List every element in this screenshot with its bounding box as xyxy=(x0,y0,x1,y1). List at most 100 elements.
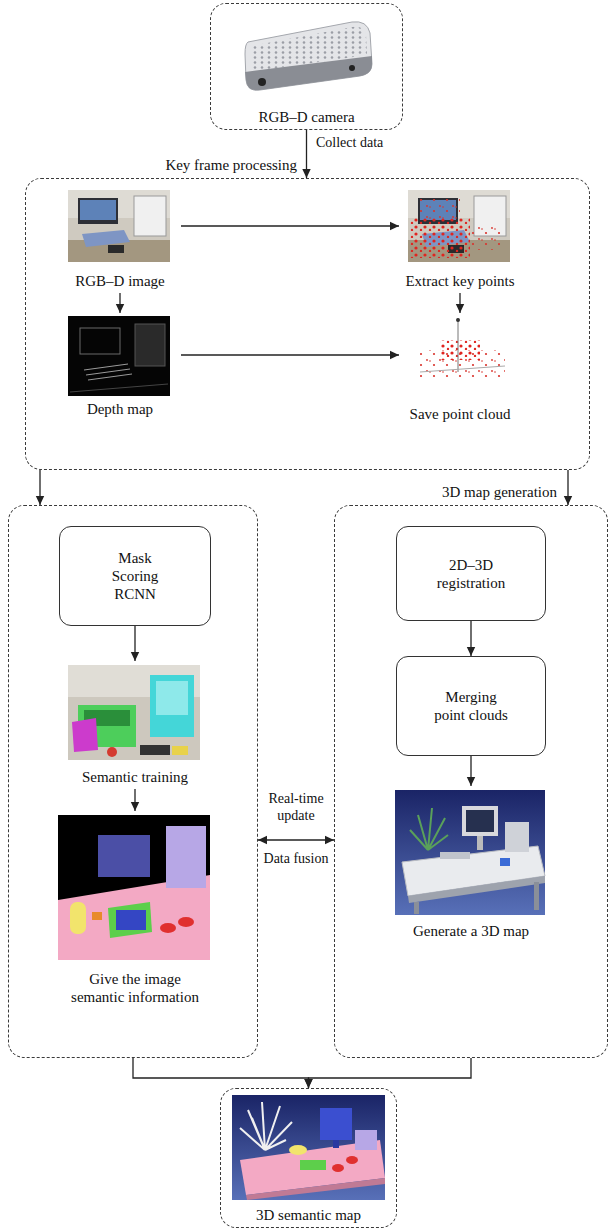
device-frame: 3D semantic map xyxy=(220,1088,397,1228)
arrow-head xyxy=(304,1079,312,1088)
rgbd-photo xyxy=(68,190,170,262)
arrow-head xyxy=(564,496,572,505)
art-shape xyxy=(458,318,459,372)
process-box: Mask Scoring RCNN xyxy=(59,526,211,626)
flow-arrow xyxy=(302,130,310,178)
art-shape xyxy=(258,78,266,86)
art-shape xyxy=(440,852,470,859)
image-panel: Extract key points xyxy=(399,186,521,293)
art-shape xyxy=(92,912,102,920)
art-shape xyxy=(333,1140,339,1148)
art-shape xyxy=(408,876,545,903)
node-label: Mask Scoring RCNN xyxy=(100,549,170,603)
image-panel: Save point cloud xyxy=(399,313,521,426)
art-shape xyxy=(240,1102,292,1150)
art-shape xyxy=(107,747,117,757)
keypoint-photo xyxy=(408,190,510,262)
arrow-head xyxy=(131,652,139,661)
art-shape xyxy=(534,882,539,910)
art-shape xyxy=(420,366,505,372)
art-shape xyxy=(462,806,498,836)
connector-line xyxy=(181,354,399,355)
art-shape xyxy=(245,56,372,90)
group-frame: Key frame processingRGB–D imageExtract k… xyxy=(25,178,590,470)
art-shape xyxy=(140,745,170,755)
art-shape xyxy=(466,810,494,832)
art-shape xyxy=(98,835,150,877)
group-heading: 3D map generation xyxy=(442,483,557,501)
art-shape xyxy=(178,917,194,927)
art-shape xyxy=(70,384,168,392)
connector-line xyxy=(181,225,399,226)
arrow-head xyxy=(390,222,399,230)
flow-arrow xyxy=(131,626,139,661)
process-box: 2D–3D registration xyxy=(396,526,546,621)
art-shape xyxy=(477,836,483,850)
art-shape xyxy=(150,675,194,737)
flow-arrow xyxy=(116,293,124,313)
flow-arrow xyxy=(181,222,399,230)
image-panel: Generate a 3D map xyxy=(386,786,556,943)
flow-arrow xyxy=(181,351,399,359)
flow-arrow xyxy=(456,293,464,313)
art-shape xyxy=(246,1178,385,1200)
semantic-map-picture xyxy=(232,1095,385,1200)
art-shape xyxy=(346,1156,358,1164)
process-box: Merging point clouds xyxy=(396,656,546,756)
art-shape xyxy=(500,858,510,866)
node-label: Give the image semantic information xyxy=(67,970,203,1006)
art-shape xyxy=(232,1095,385,1200)
art-shape xyxy=(72,718,98,752)
art-shape xyxy=(172,746,188,755)
group-heading: Key frame processing xyxy=(165,156,297,174)
segmentation-picture xyxy=(68,665,200,760)
flow-arrow xyxy=(304,1058,471,1088)
free-label: Data fusion xyxy=(262,850,331,867)
flow-arrow xyxy=(131,789,139,811)
art-shape xyxy=(166,826,206,888)
art-shape xyxy=(160,923,176,933)
depth-picture xyxy=(68,316,170,396)
art-shape xyxy=(505,822,529,852)
flow-arrow xyxy=(36,470,44,505)
node-label: RGB–D camera xyxy=(258,108,354,126)
art-shape xyxy=(68,665,200,760)
art-shape xyxy=(410,808,448,850)
art-shape xyxy=(80,328,120,354)
arrow-head xyxy=(304,1079,312,1088)
arrow-head xyxy=(325,836,334,844)
art-shape xyxy=(414,902,419,914)
art-shape xyxy=(68,190,170,262)
node-label: 3D semantic map xyxy=(256,1206,361,1224)
node-label: 2D–3D registration xyxy=(421,556,521,592)
device-frame: RGB–D camera xyxy=(210,3,403,130)
image-panel: Depth map xyxy=(59,313,181,421)
art-shape xyxy=(300,1160,326,1170)
flow-arrow xyxy=(564,470,572,505)
node-label: Extract key points xyxy=(405,272,514,290)
art-shape xyxy=(289,1145,307,1155)
art-shape xyxy=(245,22,372,91)
connector-line xyxy=(258,839,334,840)
node-label: Semantic training xyxy=(82,768,188,786)
art-shape xyxy=(108,902,152,938)
image-panel: Semantic training xyxy=(59,661,211,789)
arrow-head xyxy=(116,304,124,313)
art-shape xyxy=(410,218,470,258)
art-shape xyxy=(70,902,86,934)
art-shape xyxy=(135,324,165,366)
node-label: Save point cloud xyxy=(410,405,511,423)
art-shape xyxy=(116,910,146,930)
edge-label: Real-time update xyxy=(261,790,331,824)
arrow-head xyxy=(302,169,310,178)
point-cloud-picture xyxy=(420,318,505,380)
flow-arrow xyxy=(467,756,475,786)
art-shape xyxy=(420,198,460,220)
art-shape xyxy=(456,318,460,322)
group-frame: 3D map generation2D–3D registrationMergi… xyxy=(334,505,608,1058)
3d-map-picture xyxy=(395,790,545,915)
arrow-head xyxy=(456,304,464,313)
art-shape xyxy=(332,1164,344,1172)
arrow-head xyxy=(467,647,475,656)
